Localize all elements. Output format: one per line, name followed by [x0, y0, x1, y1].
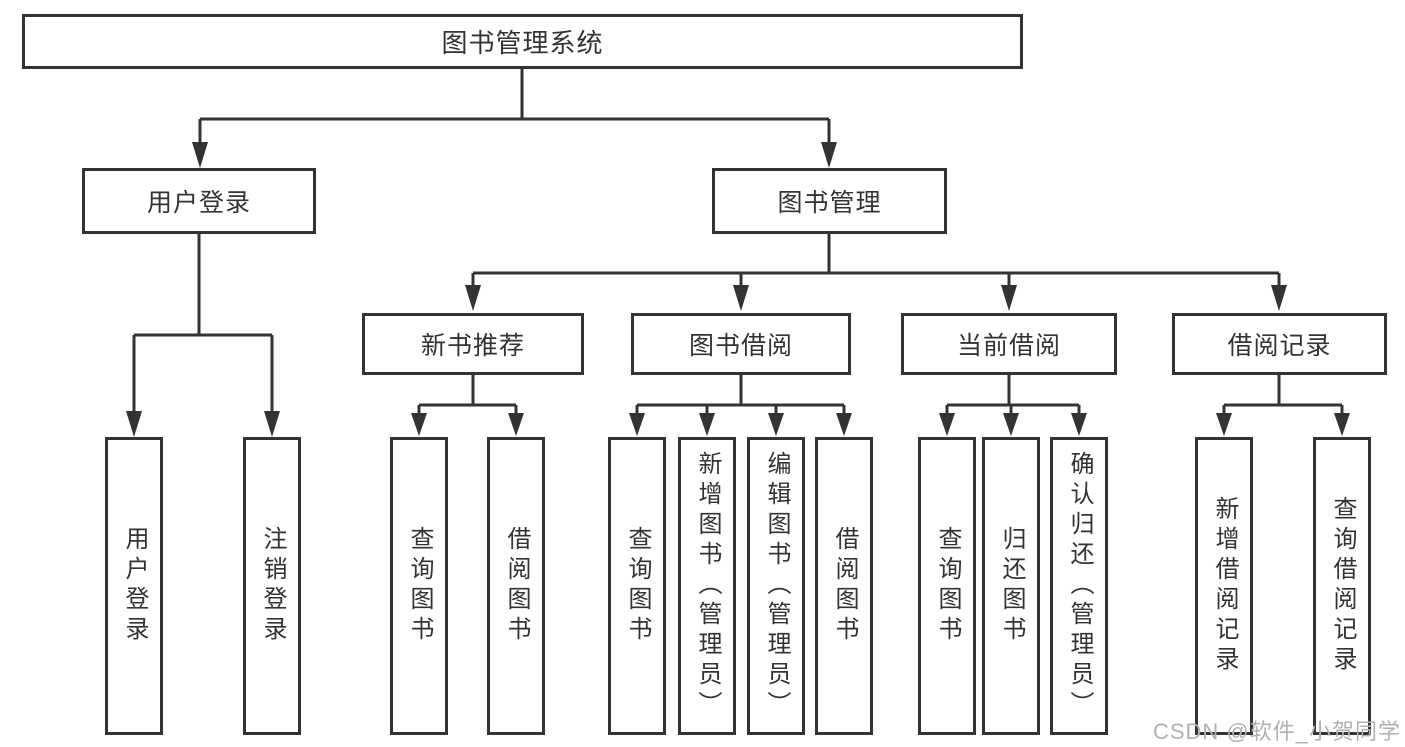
arrow-down-icon	[1334, 413, 1350, 436]
node-user-login-label: 用户登录	[146, 189, 251, 217]
connector-user-login-to-leaves	[126, 234, 280, 437]
arrow-down-icon	[836, 413, 852, 436]
leaf-query-books-recommendation-label: 查询图书	[406, 526, 433, 646]
node-current-borrowing-label: 当前借阅	[956, 332, 1061, 360]
leaf-add-book-admin-label: 新增图书（管理员）	[694, 451, 721, 721]
arrow-down-icon	[264, 411, 280, 437]
leaf-query-books-recommendation: 查询图书	[390, 437, 448, 735]
arrow-down-icon	[939, 413, 955, 436]
arrow-down-icon	[768, 413, 784, 436]
arrow-down-icon	[508, 413, 524, 436]
connector-book-borrowing-to-leaves	[629, 375, 852, 436]
arrow-down-icon	[1003, 413, 1019, 436]
leaf-query-borrow-record-label: 查询借阅记录	[1329, 496, 1356, 676]
arrow-down-icon	[629, 413, 645, 436]
arrow-down-icon	[733, 285, 749, 311]
leaf-user-login-label: 用户登录	[121, 526, 148, 646]
connector-current-borrowing-to-leaves	[939, 375, 1087, 436]
leaf-add-borrow-record-label: 新增借阅记录	[1211, 496, 1238, 676]
leaf-return-books-label: 归还图书	[998, 526, 1025, 646]
connector-book-management-to-level3	[465, 234, 1287, 311]
leaf-add-borrow-record: 新增借阅记录	[1195, 437, 1253, 735]
connector-new-book-recommendation-to-leaves	[411, 375, 524, 436]
leaf-user-login: 用户登录	[105, 437, 163, 735]
leaf-logout: 注销登录	[243, 437, 301, 735]
node-borrowing-records-label: 借阅记录	[1227, 332, 1332, 360]
node-book-management-label: 图书管理	[777, 189, 882, 217]
leaf-borrow-books-recommendation: 借阅图书	[487, 437, 545, 735]
leaf-logout-label: 注销登录	[259, 526, 286, 646]
arrow-down-icon	[1071, 413, 1087, 436]
node-current-borrowing: 当前借阅	[901, 313, 1117, 375]
leaf-borrow-books-borrowing-label: 借阅图书	[831, 526, 858, 646]
node-library-management-system: 图书管理系统	[22, 14, 1023, 69]
connector-borrowing-records-to-leaves	[1216, 375, 1350, 436]
node-library-management-system-label: 图书管理系统	[441, 28, 604, 58]
node-user-login: 用户登录	[82, 168, 316, 234]
leaf-confirm-return-admin: 确认归还（管理员）	[1050, 437, 1108, 735]
leaf-query-books-borrowing-label: 查询图书	[624, 526, 651, 646]
arrow-down-icon	[1001, 285, 1017, 311]
leaf-edit-book-admin-label: 编辑图书（管理员）	[763, 451, 790, 721]
leaf-query-books-borrowing: 查询图书	[608, 437, 666, 735]
arrow-down-icon	[192, 142, 208, 168]
leaf-return-books: 归还图书	[982, 437, 1040, 735]
node-new-book-recommendation-label: 新书推荐	[420, 332, 525, 360]
leaf-query-books-current-label: 查询图书	[934, 526, 961, 646]
arrow-down-icon	[821, 142, 837, 168]
arrow-down-icon	[699, 413, 715, 436]
connector-root-to-level2	[192, 69, 837, 168]
node-book-management: 图书管理	[712, 168, 947, 234]
arrow-down-icon	[1216, 413, 1232, 436]
node-new-book-recommendation: 新书推荐	[362, 313, 584, 375]
leaf-query-books-current: 查询图书	[918, 437, 976, 735]
arrow-down-icon	[126, 411, 142, 437]
arrow-down-icon	[1271, 285, 1287, 311]
leaf-add-book-admin: 新增图书（管理员）	[678, 437, 736, 735]
leaf-borrow-books-borrowing: 借阅图书	[815, 437, 873, 735]
node-book-borrowing: 图书借阅	[631, 313, 851, 375]
watermark-text: CSDN @软件_小贺同学	[1152, 719, 1401, 744]
arrow-down-icon	[411, 413, 427, 436]
leaf-confirm-return-admin-label: 确认归还（管理员）	[1066, 451, 1093, 721]
arrow-down-icon	[465, 285, 481, 311]
leaf-edit-book-admin: 编辑图书（管理员）	[747, 437, 805, 735]
node-borrowing-records: 借阅记录	[1172, 313, 1387, 375]
leaf-borrow-books-recommendation-label: 借阅图书	[503, 526, 530, 646]
node-book-borrowing-label: 图书借阅	[688, 332, 793, 360]
leaf-query-borrow-record: 查询借阅记录	[1313, 437, 1371, 735]
